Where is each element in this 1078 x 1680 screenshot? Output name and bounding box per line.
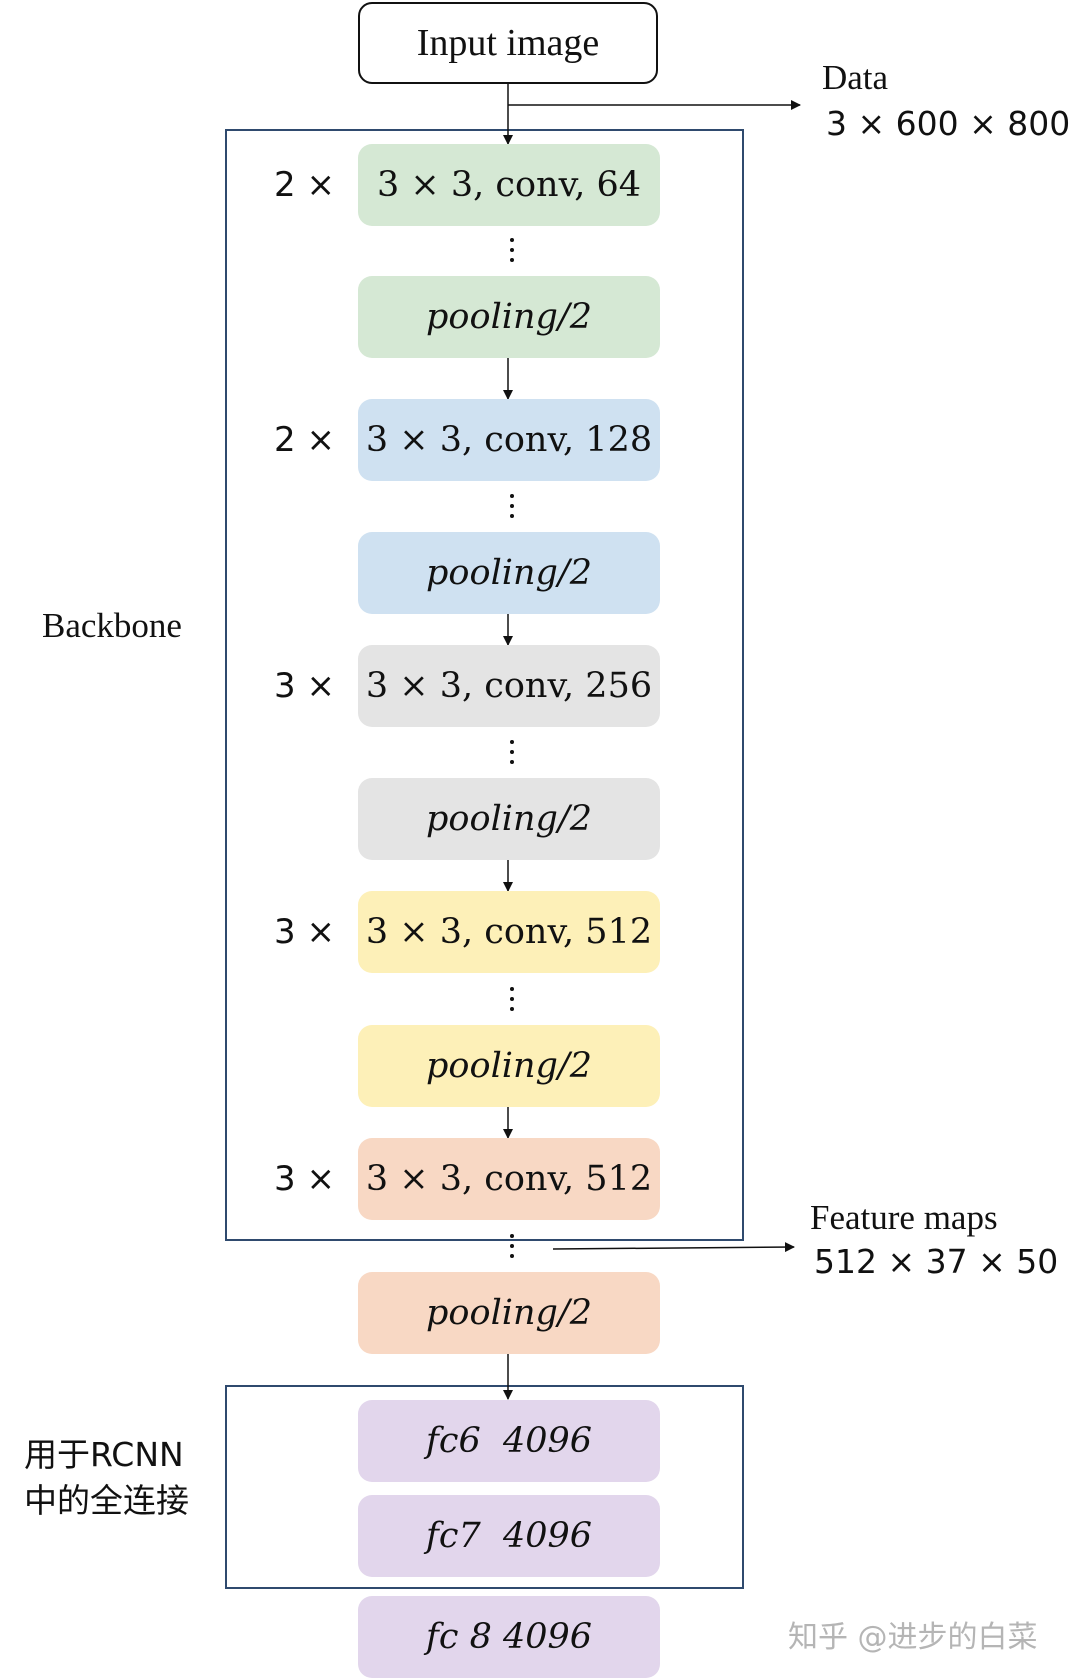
pool-label: pooling/2 — [426, 1046, 592, 1086]
conv-label: 3 × 3, conv, 128 — [365, 420, 653, 460]
feature-maps-title: Feature maps — [810, 1198, 998, 1237]
watermark: 知乎 @进步的白菜 — [788, 1620, 1038, 1655]
conv-layer: 3 × 3, conv, 128 — [358, 399, 660, 481]
pooling-layer: pooling/2 — [358, 532, 660, 614]
pool-label: pooling/2 — [426, 553, 592, 593]
pool-label: pooling/2 — [426, 297, 592, 337]
ellipsis-dots — [508, 734, 516, 770]
fc-layer: fc6 4096 — [358, 1400, 660, 1482]
fc-group-label-line2: 中的全连接 — [24, 1481, 189, 1520]
pooling-layer: pooling/2 — [358, 1025, 660, 1107]
pool-label: pooling/2 — [426, 1293, 592, 1333]
repeat-count: 2 × — [274, 420, 335, 460]
fc-layer: fc 8 4096 — [358, 1596, 660, 1678]
conv-layer: 3 × 3, conv, 64 — [358, 144, 660, 226]
repeat-count: 3 × — [274, 666, 335, 706]
pool-label: pooling/2 — [426, 799, 592, 839]
pooling-layer: pooling/2 — [358, 778, 660, 860]
backbone-label: Backbone — [42, 606, 182, 645]
fc-group-label-line1: 用于RCNN — [24, 1435, 184, 1474]
conv-label: 3 × 3, conv, 512 — [365, 1159, 653, 1199]
conv-label: 3 × 3, conv, 64 — [377, 165, 641, 205]
data-dims: 3 × 600 × 800 — [826, 104, 1071, 143]
pooling-layer: pooling/2 — [358, 276, 660, 358]
repeat-count: 2 × — [274, 165, 335, 205]
conv-layer: 3 × 3, conv, 512 — [358, 1138, 660, 1220]
ellipsis-dots — [508, 1228, 516, 1264]
input-image-label: Input image — [416, 22, 600, 64]
conv-layer: 3 × 3, conv, 512 — [358, 891, 660, 973]
fc-label: fc7 4096 — [425, 1516, 593, 1556]
conv-layer: 3 × 3, conv, 256 — [358, 645, 660, 727]
ellipsis-dots — [508, 488, 516, 524]
fc-frame — [225, 1385, 744, 1589]
fc-layer: fc7 4096 — [358, 1495, 660, 1577]
repeat-count: 3 × — [274, 912, 335, 952]
repeat-count: 3 × — [274, 1159, 335, 1199]
pooling-layer: pooling/2 — [358, 1272, 660, 1354]
conv-label: 3 × 3, conv, 256 — [365, 666, 653, 706]
feature-maps-dims: 512 × 37 × 50 — [814, 1242, 1059, 1281]
fc-label: fc6 4096 — [425, 1421, 593, 1461]
feature-arrow — [552, 1242, 795, 1253]
data-title: Data — [822, 58, 889, 97]
fc-label: fc 8 4096 — [425, 1617, 593, 1657]
ellipsis-dots — [508, 981, 516, 1017]
input-image-node: Input image — [358, 2, 658, 84]
backbone-frame — [225, 129, 744, 1241]
ellipsis-dots — [508, 232, 516, 268]
conv-label: 3 × 3, conv, 512 — [365, 912, 653, 952]
